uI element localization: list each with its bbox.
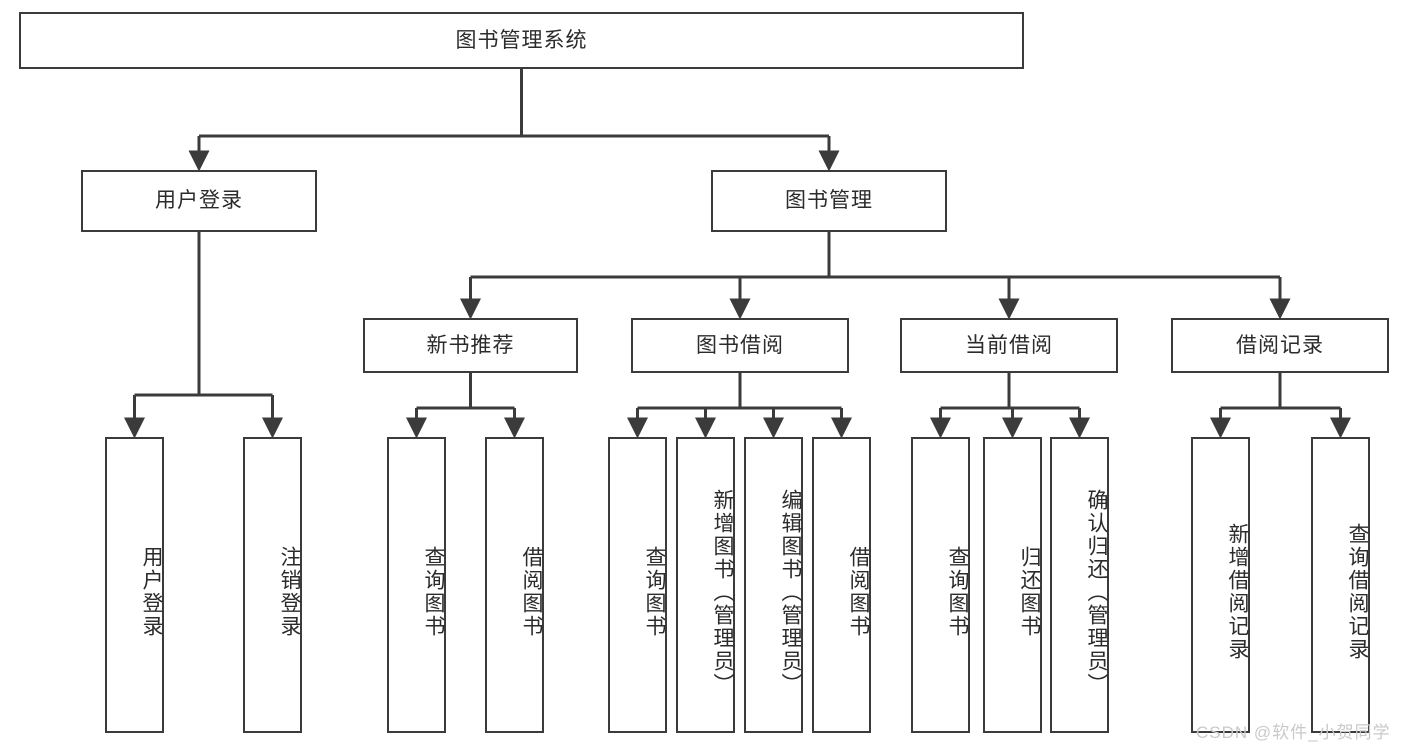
node-borrow-record[interactable]: 借阅记录 <box>1171 318 1389 373</box>
leaf-node[interactable]: 查询借阅记录 <box>1311 437 1370 733</box>
node-label: 新书推荐 <box>426 333 515 357</box>
node-label: 图书管理 <box>785 189 873 213</box>
node-label: 注销登录 <box>278 546 301 638</box>
node-root[interactable]: 图书管理系统 <box>19 12 1024 69</box>
node-label: 图书管理系统 <box>455 28 588 52</box>
node-book-management[interactable]: 图书管理 <box>711 170 947 232</box>
node-label: 新增图书（管理员） <box>711 488 734 696</box>
node-label: 图书借阅 <box>696 333 784 357</box>
node-label: 借阅图书 <box>847 546 870 638</box>
node-current-borrow[interactable]: 当前借阅 <box>900 318 1118 373</box>
leaf-node[interactable]: 查询图书 <box>608 437 667 733</box>
leaf-node[interactable]: 借阅图书 <box>812 437 871 733</box>
node-label: 当前借阅 <box>965 333 1053 357</box>
node-label: 归还图书 <box>1018 546 1041 638</box>
node-label: 新增借阅记录 <box>1226 523 1249 661</box>
node-label: 查询图书 <box>643 546 666 638</box>
leaf-node[interactable]: 查询图书 <box>911 437 970 733</box>
node-label: 查询图书 <box>946 546 969 638</box>
node-label: 用户登录 <box>140 546 163 638</box>
node-label: 确认归还（管理员） <box>1085 488 1108 696</box>
node-label: 借阅图书 <box>520 546 543 638</box>
node-new-book-recommend[interactable]: 新书推荐 <box>363 318 578 373</box>
leaf-node[interactable]: 用户登录 <box>105 437 164 733</box>
leaf-node[interactable]: 归还图书 <box>983 437 1042 733</box>
leaf-node[interactable]: 新增借阅记录 <box>1191 437 1250 733</box>
node-label: 借阅记录 <box>1236 333 1324 357</box>
node-user-login[interactable]: 用户登录 <box>81 170 317 232</box>
node-label: 用户登录 <box>155 189 243 213</box>
node-book-borrow[interactable]: 图书借阅 <box>631 318 849 373</box>
leaf-node[interactable]: 新增图书（管理员） <box>676 437 735 733</box>
node-label: 编辑图书（管理员） <box>779 488 802 696</box>
leaf-node[interactable]: 编辑图书（管理员） <box>744 437 803 733</box>
leaf-node[interactable]: 注销登录 <box>243 437 302 733</box>
node-label: 查询图书 <box>422 546 445 638</box>
node-label: 查询借阅记录 <box>1346 523 1369 661</box>
watermark-text: CSDN @软件_小贺同学 <box>1196 723 1391 742</box>
leaf-node[interactable]: 查询图书 <box>387 437 446 733</box>
leaf-node[interactable]: 确认归还（管理员） <box>1050 437 1109 733</box>
leaf-node[interactable]: 借阅图书 <box>485 437 544 733</box>
